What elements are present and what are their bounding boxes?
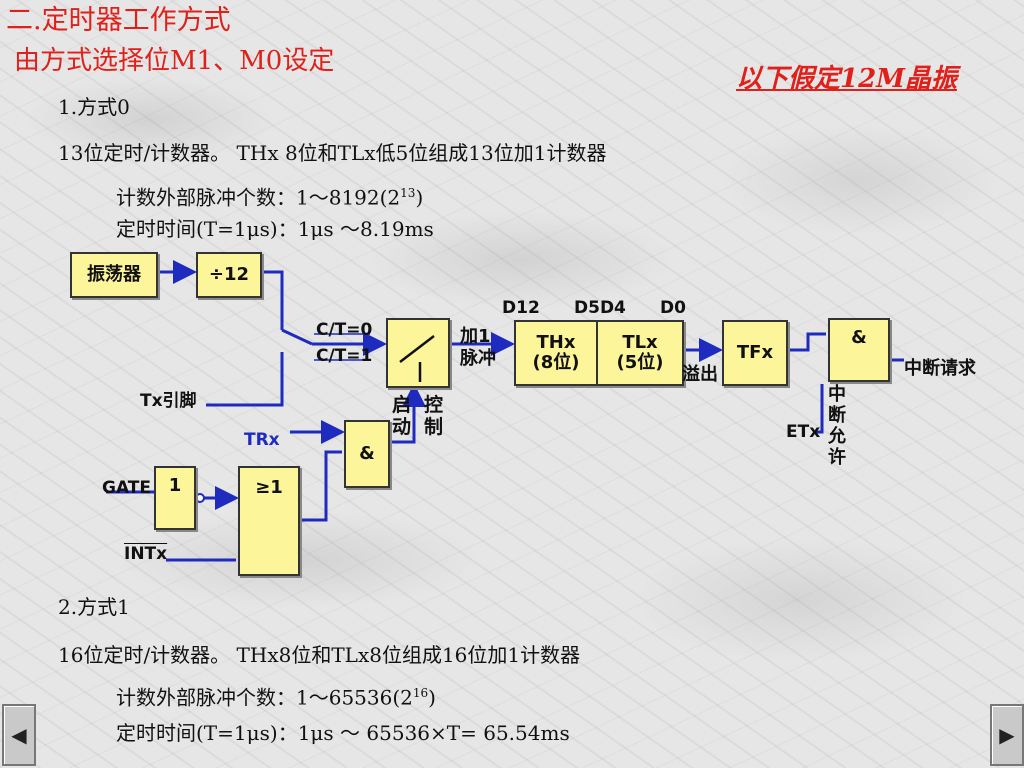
mode0-count: 计数外部脉冲个数：1～8192(213)	[116, 180, 423, 211]
mode0-count-suffix: )	[415, 185, 424, 210]
mode1-count-prefix: 计数外部脉冲个数：1～65536(2	[116, 685, 413, 710]
d5d4-label: D5D4	[574, 298, 626, 318]
mode0-count-exp: 13	[400, 186, 416, 200]
tx-pin-label: Tx引脚	[140, 391, 197, 411]
start-label: 启 动	[392, 394, 412, 438]
oscillator-box: 振荡器	[70, 252, 158, 298]
interrupt-allow-label: 中 断 允 许	[828, 384, 846, 468]
overflow-label: 溢出	[682, 364, 718, 385]
plus1-pulse-label: 加1 脉冲	[460, 326, 496, 369]
interrupt-request-label: 中断请求	[904, 358, 976, 379]
crystal-note: 以下假定12M晶振	[736, 64, 957, 94]
etx-label: ETx	[786, 422, 821, 442]
slide-subtitle: 由方式选择位M1、M0设定	[14, 46, 335, 76]
or-gate: ≥1	[238, 466, 300, 576]
mode1-desc: 16位定时/计数器。 THx8位和TLx8位组成16位加1计数器	[58, 643, 581, 667]
mode0-count-prefix: 计数外部脉冲个数：1～8192(2	[116, 185, 401, 210]
tfx-flag-box: TFx	[722, 320, 788, 386]
mode1-heading: 2.方式1	[58, 595, 130, 619]
mode0-time: 定时时间(T=1μs)：1μs ～8.19ms	[116, 217, 434, 241]
tlx-register: TLx (5位)	[596, 320, 684, 386]
and-gate-start: &	[344, 420, 390, 488]
prev-slide-button[interactable]: ◀	[2, 704, 36, 766]
mode1-count-suffix: )	[428, 685, 436, 710]
d12-label: D12	[502, 298, 540, 318]
ct0-label: C/T=0	[316, 320, 373, 340]
mode0-heading: 1.方式0	[58, 95, 130, 119]
mode0-desc: 13位定时/计数器。 THx 8位和TLx低5位组成13位加1计数器	[58, 141, 607, 165]
and-gate-interrupt: &	[828, 318, 890, 382]
thx-register: THx (8位)	[514, 320, 598, 386]
ct1-label: C/T=1	[316, 346, 373, 366]
mode1-time: 定时时间(T=1μs)：1μs ～ 65536×T= 65.54ms	[116, 721, 570, 745]
mode1-count-exp: 16	[412, 686, 429, 700]
slide-title: 二.定时器工作方式	[6, 5, 231, 36]
control-label: 控 制	[424, 394, 444, 438]
mode1-count: 计数外部脉冲个数：1～65536(216)	[116, 680, 436, 711]
next-slide-button[interactable]: ▶	[990, 704, 1024, 766]
gate-label: GATE	[102, 478, 151, 498]
not-gate: 1	[154, 466, 196, 530]
intx-label: INTx	[124, 544, 168, 564]
d0-label: D0	[660, 298, 686, 318]
switch-symbol-icon	[399, 335, 435, 382]
divide12-box: ÷12	[196, 252, 262, 298]
control-switch-box	[386, 318, 450, 388]
trx-label: TRx	[244, 430, 280, 450]
